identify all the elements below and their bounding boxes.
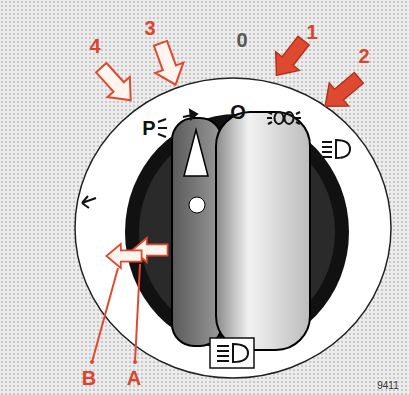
dial-ring	[75, 78, 391, 378]
arrow-2	[316, 66, 369, 117]
arrow-4	[90, 58, 142, 111]
leader-a	[135, 264, 140, 362]
position-number: 2	[358, 46, 369, 66]
pointer-triangle	[184, 130, 208, 176]
arrow-3	[146, 38, 189, 90]
dial-symbols	[82, 110, 350, 208]
position-number: 3	[144, 18, 155, 38]
callout-letter: A	[127, 368, 141, 388]
knob-grip	[216, 112, 310, 350]
dial-symbol: O	[230, 102, 246, 122]
figure-number: 9411	[377, 381, 399, 391]
dial-symbol: P	[142, 118, 155, 138]
position-number: 4	[89, 36, 100, 56]
arrow-b	[106, 244, 141, 268]
position-number: 1	[306, 22, 317, 42]
symbol-window	[210, 338, 254, 368]
knob-pointer-part	[172, 118, 222, 346]
pull-dot	[189, 197, 205, 213]
position-number: 0	[236, 30, 247, 50]
leader-b	[92, 268, 118, 362]
headlamp-symbol	[217, 344, 248, 362]
callout-letter: B	[82, 368, 96, 388]
